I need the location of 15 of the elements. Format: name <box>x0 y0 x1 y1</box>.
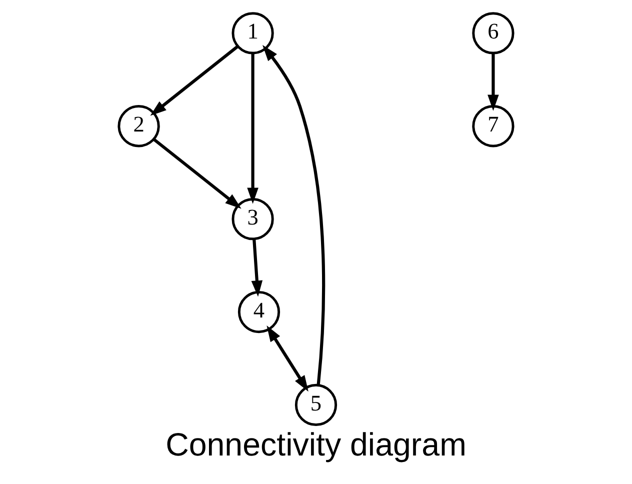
caption: Connectivity diagram <box>166 426 466 463</box>
node-circle: 1 <box>232 12 274 54</box>
node-circle: 6 <box>472 12 514 54</box>
arrow <box>266 325 308 392</box>
arrow <box>262 44 326 386</box>
arrow <box>488 53 499 111</box>
node-circle: 5 <box>294 384 338 426</box>
arrow <box>247 53 258 204</box>
node-circle: 4 <box>238 290 280 334</box>
arrow <box>153 138 242 209</box>
node-circle: 7 <box>472 105 514 148</box>
node-circle: 2 <box>118 105 160 148</box>
arrow <box>150 45 238 116</box>
arrow <box>251 238 263 297</box>
node-circle: 3 <box>232 198 274 240</box>
